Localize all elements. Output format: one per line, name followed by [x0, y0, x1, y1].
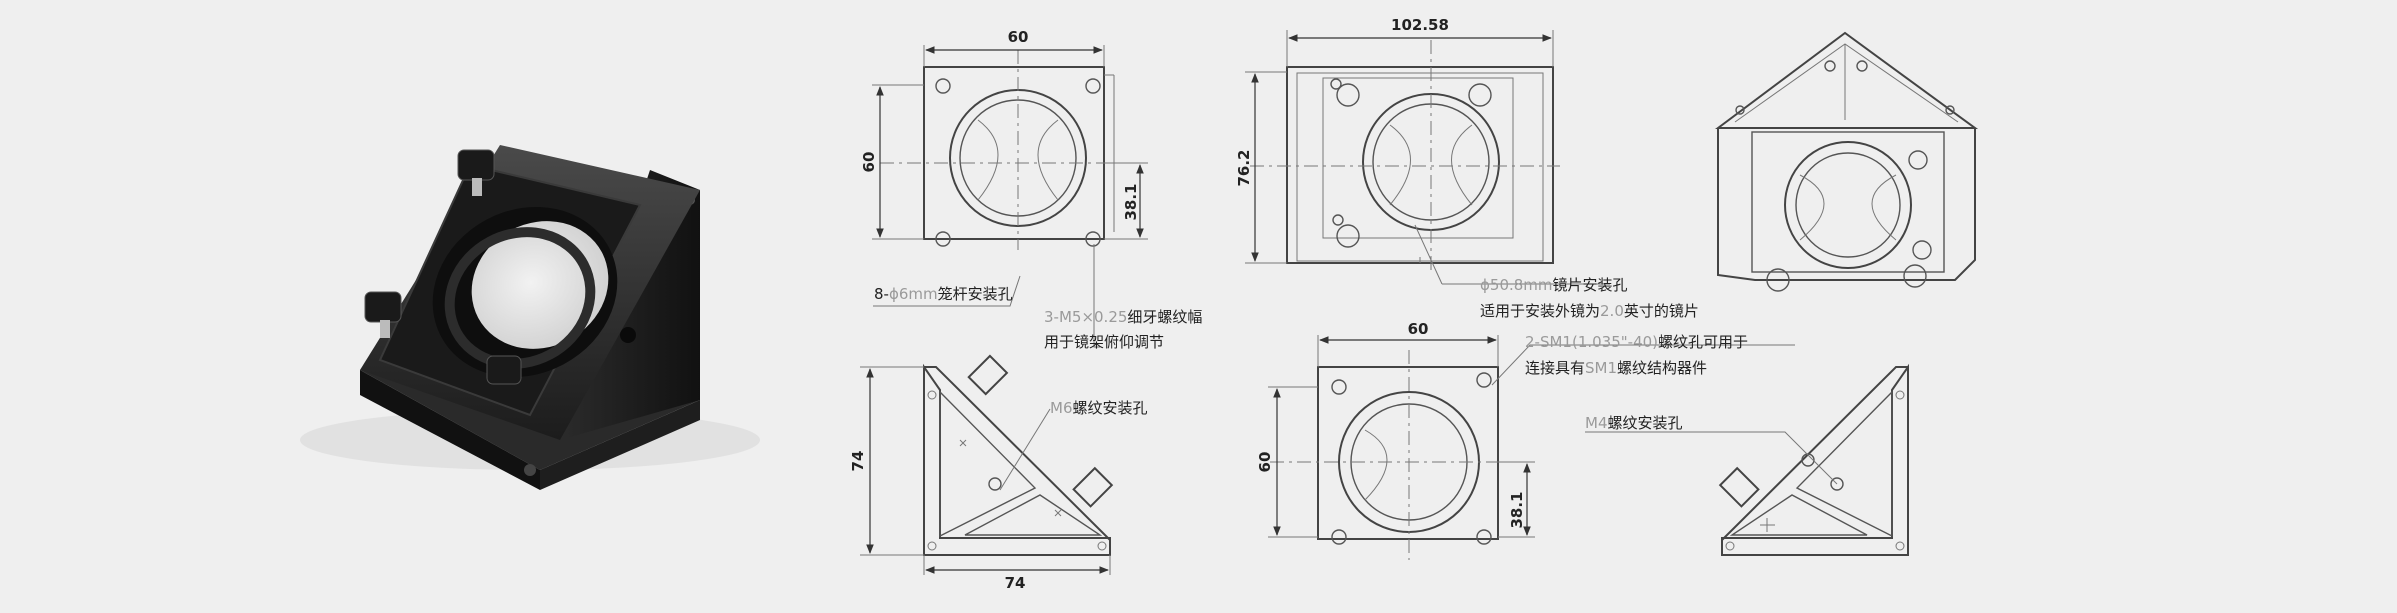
product-render	[300, 145, 760, 490]
adjuster-knob-bottom	[486, 355, 522, 385]
isometric-view	[1714, 31, 1979, 292]
side-view-2	[1718, 363, 1909, 556]
front-offset-dim: 38.1	[1122, 183, 1140, 220]
front2-offset-dim: 38.1	[1508, 491, 1526, 528]
front-view-1: 60 60 38.1	[860, 28, 1148, 250]
rear-width-dim: 102.58	[1391, 16, 1449, 34]
front-view-2: 60 60 38.1	[1256, 320, 1535, 560]
svg-text:用于镜架俯仰调节: 用于镜架俯仰调节	[1044, 333, 1164, 351]
side1-width-dim: 74	[1005, 574, 1026, 592]
svg-text:M4螺纹安装孔: M4螺纹安装孔	[1585, 414, 1683, 432]
callout-sm1-hole: 2-SM1(1.035"-40)螺纹孔可用于 连接具有SM1螺纹结构器件	[1525, 333, 1748, 377]
callout-lens-hole: ϕ50.8mm镜片安装孔 适用于安装外镜为2.0英寸的镜片	[1480, 276, 1699, 320]
callout-m4-hole: M4螺纹安装孔	[1585, 414, 1683, 432]
svg-text:2-SM1(1.035"-40)螺纹孔可用于: 2-SM1(1.035"-40)螺纹孔可用于	[1525, 333, 1748, 351]
svg-text:适用于安装外镜为2.0英寸的镜片: 适用于安装外镜为2.0英寸的镜片	[1480, 302, 1699, 320]
front-width-dim: 60	[1008, 28, 1029, 46]
svg-text:3-M5×0.25细牙螺纹幅: 3-M5×0.25细牙螺纹幅	[1044, 308, 1202, 326]
front2-width-dim: 60	[1408, 320, 1429, 338]
svg-text:8-ϕ6mm笼杆安装孔: 8-ϕ6mm笼杆安装孔	[874, 285, 1013, 303]
front-height-dim: 60	[860, 152, 878, 173]
side1-height-dim: 74	[849, 451, 867, 472]
rear-height-dim: 76.2	[1235, 149, 1253, 186]
side-view-1: 74 74	[849, 354, 1114, 592]
front2-height-dim: 60	[1256, 452, 1274, 473]
svg-text:连接具有SM1螺纹结构器件: 连接具有SM1螺纹结构器件	[1525, 359, 1707, 377]
callout-cage-hole: 8-ϕ6mm笼杆安装孔	[874, 285, 1013, 303]
callout-thread-hole: 3-M5×0.25细牙螺纹幅 用于镜架俯仰调节	[1044, 308, 1202, 351]
callout-m6-hole: M6螺纹安装孔	[1050, 399, 1148, 417]
adjuster-knob-top	[457, 149, 495, 196]
rear-view: 102.58 76.2	[1235, 16, 1560, 275]
adjuster-knob-left	[364, 291, 402, 338]
svg-text:ϕ50.8mm镜片安装孔: ϕ50.8mm镜片安装孔	[1480, 276, 1628, 294]
svg-text:M6螺纹安装孔: M6螺纹安装孔	[1050, 399, 1148, 417]
leader-lines	[873, 224, 1838, 491]
